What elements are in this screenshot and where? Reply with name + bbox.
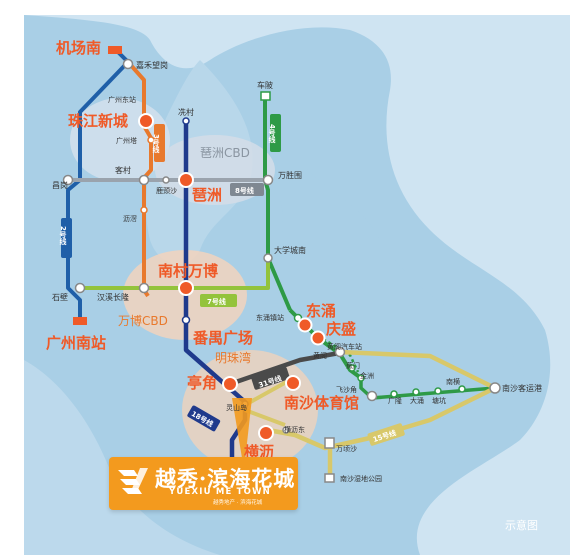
- badge-en: YUEXIU ME TOWN: [169, 487, 271, 497]
- map-water-southeast: [450, 470, 570, 555]
- project-badge: 越秀·滨海花城 YUEXIU ME TOWN 越秀地产 · 滨海花城: [109, 457, 298, 510]
- badge-pointer: [232, 398, 252, 470]
- area-pazhou-cbd: 琶洲CBD: [200, 146, 250, 160]
- label-guangzhounanzhan: 广州南站: [46, 334, 106, 352]
- area-mingzhuwan: 明珠湾: [215, 350, 251, 365]
- label-kecun: 客村: [115, 165, 131, 175]
- label-lingshandao: 灵山岛: [226, 403, 247, 412]
- line15-badge: [367, 423, 405, 446]
- line8-badge: [230, 183, 264, 196]
- label-hengli: 横沥: [244, 443, 274, 461]
- line-2: [66, 48, 130, 318]
- label-chepi: 车陂: [257, 80, 273, 90]
- label-lixi: 沥滘: [123, 214, 137, 223]
- label-nanshashidigongyuan: 南沙湿地公园: [340, 474, 382, 483]
- line-31: [229, 349, 346, 387]
- label-jinzhou: 金洲: [360, 371, 374, 380]
- station-markers: [62, 58, 501, 483]
- terminal-guangzhounan: [73, 317, 87, 325]
- label-hengliedong: 横沥东: [284, 425, 305, 434]
- line8-label: 8号线: [235, 186, 254, 195]
- line3-label: 3号线: [152, 134, 160, 154]
- label-lujiangsha: 鹿颈沙: [156, 186, 177, 195]
- line-4: [263, 93, 292, 311]
- line-4-nansha: [359, 378, 496, 400]
- area-wanbo-cbd: 万博CBD: [118, 313, 168, 328]
- line4-badge: [270, 114, 281, 152]
- badge-brand: 越秀·滨海花城: [155, 466, 296, 491]
- map-island-nansha: [277, 160, 527, 555]
- label-jiahewanggang: 嘉禾望岗: [136, 60, 168, 70]
- label-guanglong: 广隆: [388, 396, 402, 405]
- line7-label: 7号线: [207, 297, 226, 306]
- label-zhujiangxincheng: 珠江新城: [68, 112, 128, 130]
- label-pazhou: 琶洲: [192, 186, 222, 204]
- label-changgang: 昌岗: [52, 181, 68, 190]
- label-jiaomen: 蕉门: [346, 361, 360, 370]
- label-tingjiao: 亭角: [187, 374, 217, 392]
- label-feishajiao: 飞沙角: [336, 385, 357, 394]
- line-15-connector-2: [244, 408, 286, 427]
- line3-badge: [154, 124, 165, 162]
- label-huangge: 黄阁: [313, 351, 327, 360]
- terminal-jichangnan: [108, 46, 122, 54]
- line2-badge: [61, 218, 72, 258]
- label-panyuguangchang: 番禺广场: [192, 329, 253, 347]
- label-nanheng: 南横: [446, 377, 460, 386]
- label-guangzhoudongzhan: 广州东站: [108, 95, 136, 104]
- line31-badge: [251, 366, 290, 390]
- label-huangge-bus: 黄阁汽车站: [327, 342, 362, 351]
- label-nanshakeyungang: 南沙客运港: [502, 383, 542, 393]
- badge-sub: 越秀地产 · 滨海花城: [213, 500, 263, 506]
- label-nancunwanbo: 南村万博: [158, 262, 218, 280]
- line4-label: 4号线: [268, 124, 276, 144]
- label-wanshengwei: 万胜围: [278, 170, 302, 180]
- schematic-note: 示意图: [505, 519, 538, 532]
- map-water: [24, 15, 570, 555]
- map-land-southwest: [24, 360, 220, 555]
- line-3: [126, 60, 153, 298]
- label-xiancun: 冼村: [178, 107, 194, 117]
- label-nanshatiyuguan: 南沙体育馆: [284, 394, 359, 412]
- label-hanxichanglong: 汉溪长隆: [97, 292, 129, 302]
- line-15-connector: [244, 378, 291, 407]
- label-shibi: 石壁: [52, 292, 68, 302]
- yuexiu-logo-icon: [118, 468, 148, 494]
- label-tangkeng: 塘坑: [432, 396, 446, 405]
- small-station-labels: 嘉禾望岗 广州东站 广州塔 冼村 车陂 昌岗 客村 鹿颈沙 万胜围 沥滘 大学城…: [52, 60, 542, 483]
- line7-badge: [200, 294, 237, 307]
- label-daxuechengnan: 大学城南: [274, 245, 306, 255]
- label-dayong: 大涌: [410, 396, 424, 405]
- label-qingsheng: 庆盛: [326, 320, 356, 338]
- label-wanqingsha: 万顷沙: [336, 445, 357, 453]
- label-guangzhouta: 广州塔: [116, 136, 137, 145]
- label-dongyongzhen: 东涌镇站: [256, 313, 284, 322]
- label-dongyong: 东涌: [306, 302, 336, 320]
- line2-label: 2号线: [59, 226, 67, 246]
- line18-badge: [187, 405, 221, 432]
- label-jichangnan: 机场南: [56, 39, 101, 57]
